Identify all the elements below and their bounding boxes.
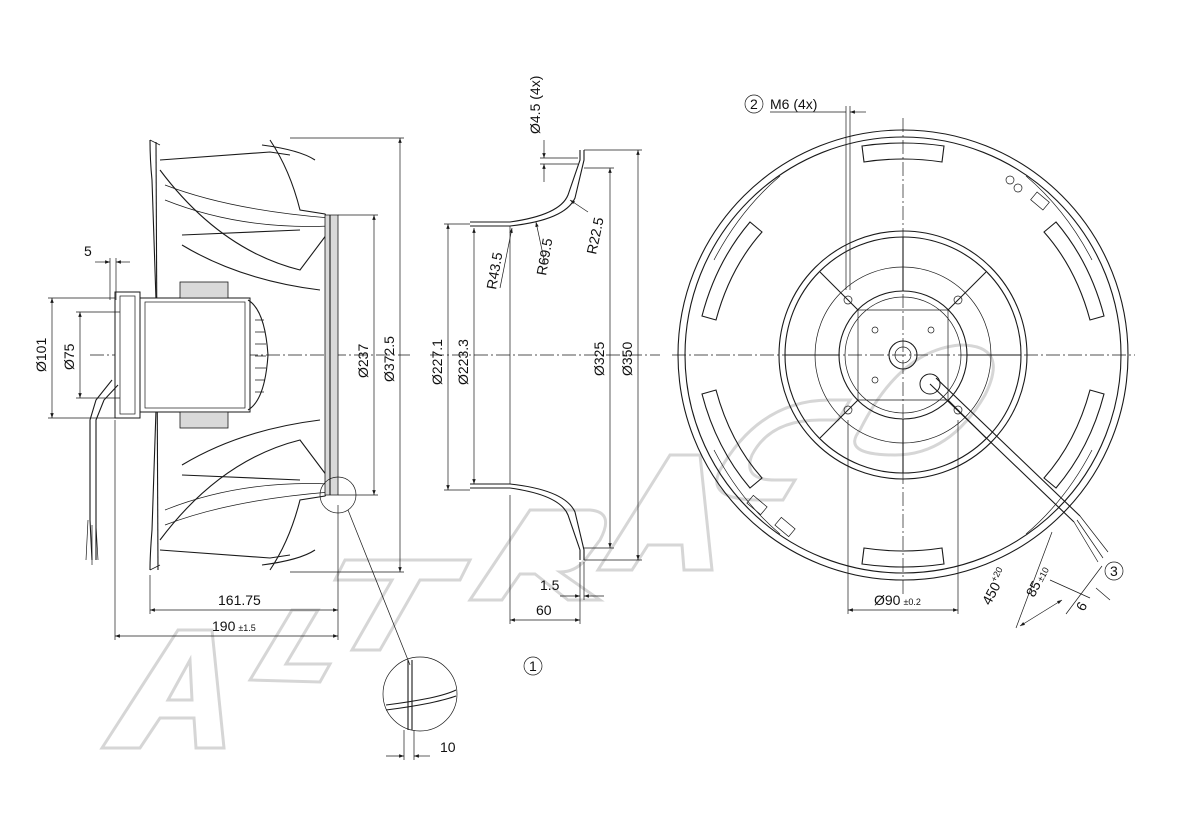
dim-190: 190±1.5 [212, 618, 256, 634]
side-view [85, 139, 411, 666]
dim-450: 450+20 [978, 565, 1011, 607]
dim-101: Ø101 [33, 338, 49, 372]
callout-1: 1 [529, 658, 537, 674]
dim-1-5: 1.5 [540, 577, 560, 593]
dim-10: 10 [440, 739, 456, 755]
dim-r22-5: R22.5 [583, 216, 606, 256]
detail-view: 10 [382, 656, 458, 760]
dim-350: Ø350 [619, 342, 635, 376]
dim-325: Ø325 [591, 342, 607, 376]
dim-90: Ø90±0.2 [874, 592, 921, 608]
dim-227-1: Ø227.1 [429, 339, 445, 385]
dim-r43-5: R43.5 [483, 251, 505, 291]
label-m6: M6 (4x) [770, 96, 817, 112]
dim-75: Ø75 [61, 343, 77, 370]
outer-slots [701, 142, 1105, 568]
inlet-ring [430, 150, 660, 560]
callout-2: 2 [750, 96, 758, 112]
dim-60: 60 [536, 602, 552, 618]
inlet-ring-labels: Ø4.5 (4x) R43.5 R69.5 R22.5 Ø227.1 Ø223.… [429, 76, 635, 674]
inlet-ring-dimensions [444, 140, 642, 676]
front-view-labels: 2 M6 (4x) Ø90±0.2 450+20 85±10 6 3 [750, 96, 1118, 613]
dim-237: Ø237 [355, 344, 371, 378]
dim-r69-5: R69.5 [533, 237, 555, 277]
dim-223-3: Ø223.3 [455, 339, 471, 385]
side-view-dimensions [48, 137, 404, 640]
front-view [672, 118, 1135, 595]
dim-161: 161.75 [218, 592, 261, 608]
dim-372: Ø372.5 [381, 336, 397, 382]
dim-85: 85±10 [1023, 563, 1052, 599]
front-view-dimensions [744, 94, 1124, 629]
callout-3: 3 [1110, 563, 1118, 579]
dim-6: 6 [1073, 599, 1091, 614]
dim-hole-4-5: Ø4.5 (4x) [527, 76, 543, 134]
dim-5: 5 [84, 243, 92, 259]
side-view-labels: 5 Ø101 Ø75 Ø237 Ø372.5 161.75 190±1.5 [33, 243, 397, 634]
